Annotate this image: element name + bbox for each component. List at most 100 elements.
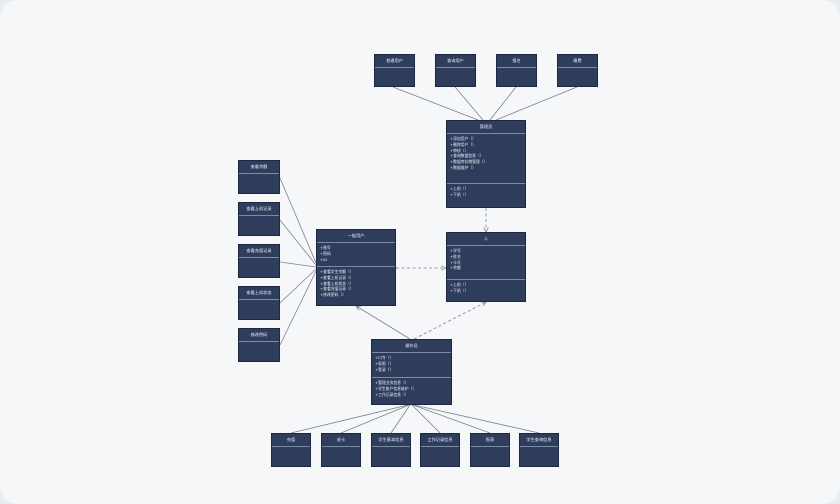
- attr-section: [421, 447, 459, 456]
- method: +管理业务信息（）: [375, 380, 409, 385]
- attribute: +添加用户（）: [450, 136, 476, 141]
- class-box-top-3[interactable]: 报名: [496, 54, 537, 87]
- class-box-bottom-1[interactable]: 充值: [271, 433, 311, 467]
- assoc-line: [279, 219, 317, 266]
- attribute: +权限（）: [375, 360, 394, 366]
- attr-section: [520, 447, 558, 456]
- class-name: 报表: [471, 434, 509, 447]
- class-box-person[interactable]: 人 +学号 +姓名 +卡号 +余额 +上机（） +下机（）: [446, 232, 526, 302]
- class-box-left-3[interactable]: 查看充值记录: [238, 244, 280, 278]
- class-box-top-4[interactable]: 缴费: [557, 54, 598, 87]
- class-name: 修改密码: [239, 329, 279, 342]
- attr-section: [497, 68, 536, 76]
- class-name: 人: [447, 233, 525, 246]
- class-box-bottom-2[interactable]: 退卡: [321, 433, 361, 467]
- assoc-line: [413, 404, 540, 434]
- method-section: +管理业务信息（） +学生账户信息维护（） +工作记录信息（）: [372, 378, 451, 399]
- method: +上机（）: [450, 282, 469, 287]
- attr-section: [322, 447, 360, 456]
- assoc-line: [279, 270, 317, 346]
- assoc-line: [340, 404, 410, 434]
- class-box-left-2[interactable]: 查看上机记录: [238, 202, 280, 236]
- attr-section: [436, 68, 475, 76]
- attribute: +密码: [320, 250, 331, 256]
- class-box-bottom-3[interactable]: 学生基本信息: [371, 433, 411, 467]
- class-box-bottom-4[interactable]: 工作记录信息: [420, 433, 460, 467]
- attr-section: [239, 174, 279, 183]
- attribute: +姓名: [450, 253, 461, 259]
- attr-section: +口令（） +权限（） +登录（）: [372, 353, 451, 378]
- assoc-line: [279, 268, 317, 304]
- class-box-bottom-6[interactable]: 学生查询信息: [519, 433, 559, 467]
- attribute: +审核（）: [450, 147, 469, 153]
- method: +下机（）: [450, 191, 469, 197]
- class-box-top-2[interactable]: 查询用户: [435, 54, 476, 87]
- attr-section: [375, 68, 414, 76]
- dependency-line: [413, 302, 486, 340]
- class-name: 查看充值记录: [239, 245, 279, 258]
- class-box-left-1[interactable]: 查看余额: [238, 160, 280, 194]
- generalization-line: [356, 306, 411, 340]
- class-box-left-5[interactable]: 修改密码: [238, 328, 280, 362]
- assoc-line: [411, 404, 441, 434]
- class-box-admin[interactable]: 管理员 +添加用户（） +删除用户（） +审核（） +查询数据信息（） +数据库…: [446, 120, 526, 208]
- attr-section: [372, 447, 410, 456]
- class-box-user[interactable]: 一般用户 +账号 +密码 +ID +查看学生余额（） +查看上机记录（） +查看…: [316, 229, 396, 306]
- attr-section: [239, 216, 279, 225]
- class-box-bottom-5[interactable]: 报表: [470, 433, 510, 467]
- assoc-line: [279, 261, 317, 268]
- attr-section: [239, 258, 279, 267]
- attr-section: [239, 300, 279, 309]
- class-name: 缴费: [558, 55, 597, 68]
- class-box-top-1[interactable]: 普通用户: [374, 54, 415, 87]
- assoc-line: [454, 86, 484, 121]
- attribute: +卡号: [450, 259, 461, 265]
- method: +查看学生余额（）: [320, 269, 354, 274]
- class-box-left-4[interactable]: 查看上机状态: [238, 286, 280, 320]
- method-section: +上机（） +下机（）: [447, 280, 525, 296]
- class-name: 一般用户: [317, 230, 395, 243]
- class-name: 查看上机状态: [239, 287, 279, 300]
- method: +查看上机状态（）: [320, 280, 354, 286]
- attribute: +删除用户（）: [450, 141, 476, 147]
- class-name: 查询用户: [436, 55, 475, 68]
- method: +修改密码（）: [320, 292, 346, 298]
- assoc-line: [489, 86, 517, 121]
- attribute: +余额: [450, 265, 461, 271]
- attr-section: +添加用户（） +删除用户（） +审核（） +查询数据信息（） +数据库存储管理…: [447, 134, 525, 184]
- attribute: +数据维护（）: [450, 164, 476, 170]
- assoc-line: [495, 86, 578, 121]
- class-name: 报名: [497, 55, 536, 68]
- method-section: +上机（） +下机（）: [447, 184, 525, 200]
- class-box-operator[interactable]: 操作员 +口令（） +权限（） +登录（） +管理业务信息（） +学生账户信息维…: [371, 339, 452, 405]
- attribute: +登录（）: [375, 366, 394, 372]
- attr-section: [239, 342, 279, 351]
- attribute: +账号: [320, 245, 331, 250]
- assoc-line: [290, 404, 409, 434]
- attribute: +查询数据信息（）: [450, 153, 484, 159]
- class-name: 充值: [272, 434, 310, 447]
- attr-section: [272, 447, 310, 456]
- attribute: +学号: [450, 248, 461, 253]
- method: +学生账户信息维护（）: [375, 385, 417, 391]
- method: +下机（）: [450, 287, 469, 293]
- class-name: 学生查询信息: [520, 434, 558, 447]
- class-name: 工作记录信息: [421, 434, 459, 447]
- class-name: 学生基本信息: [372, 434, 410, 447]
- class-name: 普通用户: [375, 55, 414, 68]
- attr-section: [558, 68, 597, 76]
- method: +查看充值记录（）: [320, 286, 354, 292]
- method: +查看上机记录（）: [320, 274, 354, 280]
- attr-section: +账号 +密码 +ID: [317, 243, 395, 267]
- assoc-line: [412, 404, 491, 434]
- class-name: 操作员: [372, 340, 451, 353]
- attribute: +ID: [320, 256, 328, 262]
- assoc-line: [390, 404, 411, 434]
- assoc-line: [392, 86, 479, 121]
- method: +工作记录信息（）: [375, 391, 409, 397]
- method-section: +查看学生余额（） +查看上机记录（） +查看上机状态（） +查看充值记录（） …: [317, 267, 395, 300]
- attr-section: +学号 +姓名 +卡号 +余额: [447, 246, 525, 280]
